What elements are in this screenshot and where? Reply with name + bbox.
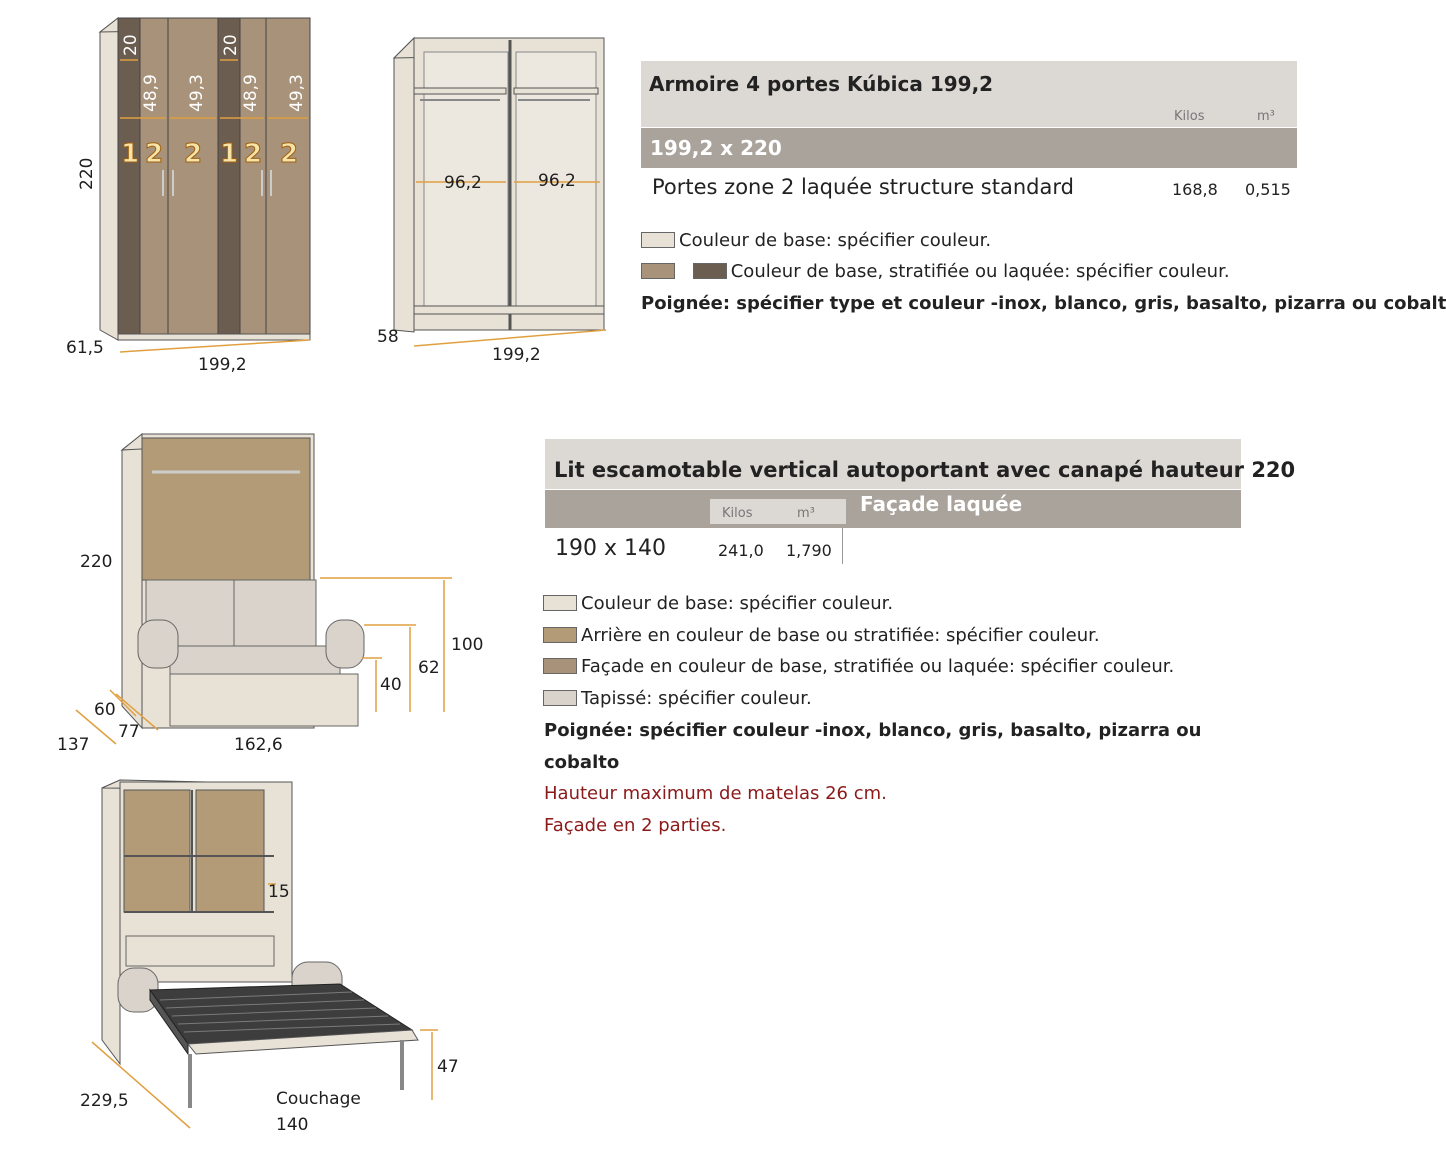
dim-width-2: 199,2 (492, 345, 541, 365)
wardrobe-row-desc: Portes zone 2 laquée structure standard (652, 175, 1074, 199)
legend-text: Couleur de base: spécifier couleur. (679, 230, 992, 251)
dim-door-b: 49,3 (187, 74, 207, 112)
swatch-upholstery (543, 690, 577, 706)
dim-narrow-a: 20 (121, 34, 141, 56)
bed-handle-note-1: Poignée: spécifier couleur -inox, blanco… (544, 720, 1202, 741)
bed-col-kilos: Kilos (722, 506, 753, 521)
dim-bed-60: 60 (94, 700, 116, 720)
dim-length: 229,5 (80, 1091, 129, 1111)
zone-label-5: 2 (244, 139, 262, 169)
swatch-facade (543, 658, 577, 674)
legend-text: Façade en couleur de base, stratifiée ou… (581, 656, 1175, 677)
dim-shelf: 15 (268, 882, 290, 902)
wardrobe-handle-note: Poignée: spécifier type et couleur -inox… (641, 293, 1446, 314)
bed-legend-base: Couleur de base: spécifier couleur. (543, 593, 893, 614)
wardrobe-table-header (641, 61, 1297, 127)
bed-facade-header: Façade laquée (860, 492, 1023, 516)
dim-depth: 61,5 (66, 338, 104, 358)
bed-legend-facade: Façade en couleur de base, stratifiée ou… (543, 656, 1174, 677)
dim-inner-left: 96,2 (444, 173, 482, 193)
bed-sofa-drawing: 220 100 62 40 60 77 137 162,6 (57, 432, 483, 755)
legend-text: Tapissé: spécifier couleur. (581, 688, 812, 709)
dim-height: 220 (77, 158, 97, 190)
dim-bed-height: 220 (80, 552, 112, 572)
bed-table-divider (842, 528, 843, 564)
dim-door-c: 48,9 (241, 74, 261, 112)
bed-title: Lit escamotable vertical autoportant ave… (554, 458, 1296, 482)
wardrobe-col-kilos: Kilos (1174, 109, 1205, 124)
dim-door-d: 49,3 (287, 74, 307, 112)
bed-legend-upholstery: Tapissé: spécifier couleur. (543, 688, 812, 709)
couchage-value: 140 (276, 1115, 308, 1135)
legend-text: Arrière en couleur de base ou stratifiée… (581, 625, 1100, 646)
legend-text: Couleur de base: spécifier couleur. (581, 593, 894, 614)
wardrobe-legend-base: Couleur de base: spécifier couleur. (641, 230, 991, 251)
bed-col-m3: m³ (797, 506, 815, 521)
wardrobe-front-drawing: 20 48,9 49,3 20 48,9 49,3 1 2 2 1 2 2 22… (66, 16, 311, 375)
dim-bed-100: 100 (451, 635, 483, 655)
bed-dims: 190 x 140 (555, 536, 666, 561)
swatch-base (641, 232, 675, 248)
zone-label-4: 1 (220, 139, 238, 169)
dim-inner-right: 96,2 (538, 171, 576, 191)
swatch-back (543, 627, 577, 643)
wardrobe-legend-laminate: Couleur de base, stratifiée ou laquée: s… (641, 261, 1230, 282)
legend-text: Couleur de base, stratifiée ou laquée: s… (730, 261, 1230, 282)
wardrobe-row-m3: 0,515 (1245, 180, 1291, 199)
dim-leg: 47 (437, 1057, 459, 1077)
dim-bed-40: 40 (380, 675, 402, 695)
dim-bed-137: 137 (57, 735, 89, 755)
dim-door-a: 48,9 (141, 74, 161, 112)
dim-narrow-b: 20 (221, 34, 241, 56)
zone-label-3: 2 (184, 139, 202, 169)
wardrobe-interior-drawing: 96,2 96,2 58 199,2 (377, 36, 607, 365)
swatch-brown-light (641, 263, 675, 279)
swatch-base (543, 595, 577, 611)
bed-legend-back: Arrière en couleur de base ou stratifiée… (543, 625, 1100, 646)
wardrobe-col-m3: m³ (1257, 109, 1275, 124)
wardrobe-dims: 199,2 x 220 (650, 136, 782, 160)
zone-label-6: 2 (280, 139, 298, 169)
bed-row-m3: 1,790 (786, 541, 832, 560)
zone-label-1: 1 (121, 139, 139, 169)
wardrobe-dims-band (641, 128, 1297, 168)
bed-col-box (710, 499, 846, 524)
bed-handle-note-2: cobalto (544, 752, 620, 773)
couchage-label: Couchage (276, 1089, 361, 1109)
dim-bed-62: 62 (418, 658, 440, 678)
dim-bed-77: 77 (118, 722, 140, 742)
zone-label-2: 2 (145, 139, 163, 169)
bed-red-note-2: Façade en 2 parties. (544, 815, 727, 836)
bed-band (545, 490, 1241, 528)
wardrobe-row-kilos: 168,8 (1172, 180, 1218, 199)
wardrobe-title: Armoire 4 portes Kúbica 199,2 (649, 72, 994, 96)
dim-bed-width: 162,6 (234, 735, 283, 755)
bed-table-header (545, 439, 1241, 489)
bed-red-note-1: Hauteur maximum de matelas 26 cm. (544, 783, 887, 804)
swatch-brown-dark (692, 263, 727, 279)
dim-width: 199,2 (198, 355, 247, 375)
bed-open-drawing: 15 47 229,5 Couchage 140 (80, 779, 459, 1135)
bed-row-kilos: 241,0 (718, 541, 764, 560)
dim-depth-2: 58 (377, 327, 399, 347)
